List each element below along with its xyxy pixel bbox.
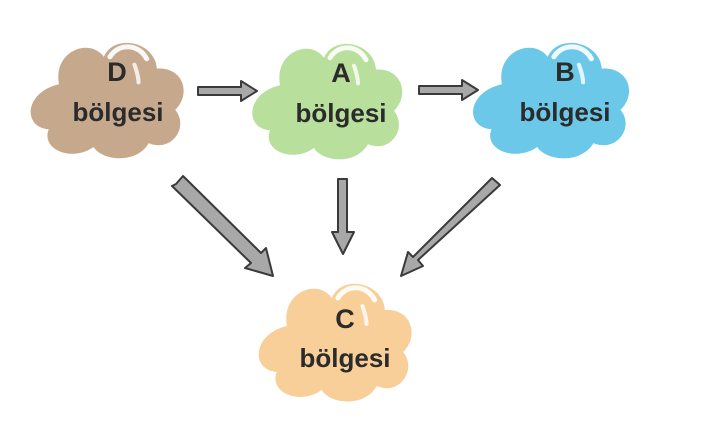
arrow-b-to-c (400, 177, 501, 277)
node-a (252, 43, 403, 160)
node-b-word: bölgesi (519, 97, 610, 127)
arrow-shape (400, 177, 501, 277)
node-c (258, 283, 412, 402)
node-a-letter: A (331, 58, 351, 88)
arrow-shape (171, 175, 274, 277)
node-c-word: bölgesi (299, 343, 390, 373)
node-c-letter: C (335, 304, 355, 334)
arrow-shape (331, 178, 355, 255)
node-b (473, 42, 630, 159)
node-a-word: bölgesi (295, 98, 386, 128)
node-d (30, 42, 184, 159)
arrow-a-to-b (418, 79, 479, 101)
node-d-word: bölgesi (72, 97, 163, 127)
arrow-shape (197, 80, 258, 102)
node-b-letter: B (555, 57, 575, 87)
arrow-d-to-a (197, 80, 258, 102)
node-d-letter: D (107, 57, 127, 87)
arrow-a-to-c (331, 178, 355, 255)
arrow-shape (418, 79, 479, 101)
arrow-d-to-c (171, 175, 274, 277)
